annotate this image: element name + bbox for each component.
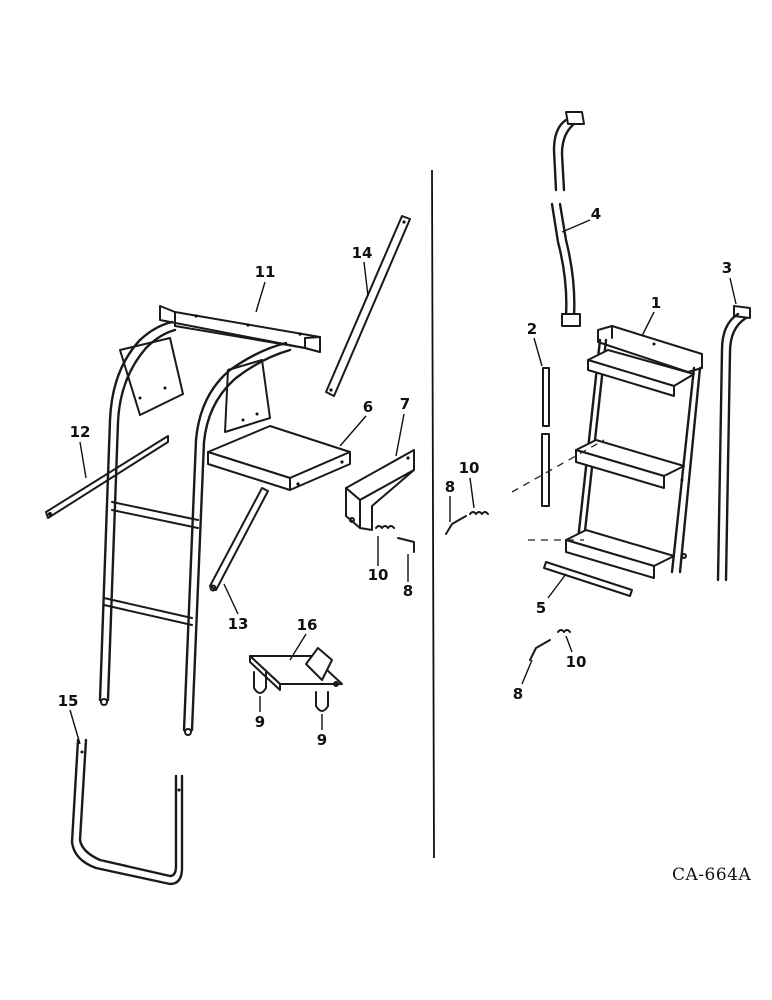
callout-12: 12 <box>70 423 91 441</box>
part-15-ladder-extension <box>70 738 184 886</box>
callout-15: 15 <box>58 692 79 710</box>
callout-10-right-upper: 10 <box>459 459 480 477</box>
callout-6: 6 <box>363 398 373 416</box>
part-1-step-ladder <box>565 325 703 579</box>
part-13-brace-rod <box>209 487 269 592</box>
callout-9-left: 9 <box>255 713 265 731</box>
callout-14: 14 <box>352 244 373 262</box>
callout-8-right-lower: 8 <box>513 685 523 703</box>
callout-5: 5 <box>536 599 546 617</box>
callout-1: 1 <box>651 294 661 312</box>
alignment-line-upper <box>511 439 605 493</box>
part-6-platform <box>207 425 351 491</box>
callout-3: 3 <box>722 259 732 277</box>
callout-2: 2 <box>527 320 537 338</box>
callout-10-right-lower: 10 <box>566 653 587 671</box>
left-spring-and-pin <box>375 525 415 553</box>
callout-4: 4 <box>591 205 601 223</box>
part-4-handle <box>550 111 585 327</box>
part-12-brace-rod <box>45 435 169 519</box>
right-upper-pin-and-spring <box>445 511 489 535</box>
leader-lines <box>69 219 737 745</box>
part-16-foot-bracket <box>249 647 343 691</box>
callout-13: 13 <box>228 615 249 633</box>
part-11-mounting-channel <box>159 305 321 353</box>
left-ladder-frame <box>98 320 292 736</box>
callout-9-right: 9 <box>317 731 327 749</box>
callout-16: 16 <box>297 616 318 634</box>
part-5-bottom-rod <box>543 561 633 597</box>
part-7-angle-bracket <box>345 449 415 531</box>
part-2-side-rod <box>541 367 550 507</box>
callout-8-right-upper: 8 <box>445 478 455 496</box>
part-14-brace-rod <box>325 215 411 397</box>
part-3-vertical-post <box>716 305 751 582</box>
part-9-u-bolts <box>253 671 329 712</box>
drawing-code: CA-664A <box>672 865 751 885</box>
callout-7: 7 <box>400 395 410 413</box>
right-lower-pin-and-spring <box>529 629 571 661</box>
callout-11: 11 <box>255 263 276 281</box>
callout-10-left: 10 <box>368 566 389 584</box>
divider-line <box>431 169 435 859</box>
callout-8-left: 8 <box>403 582 413 600</box>
